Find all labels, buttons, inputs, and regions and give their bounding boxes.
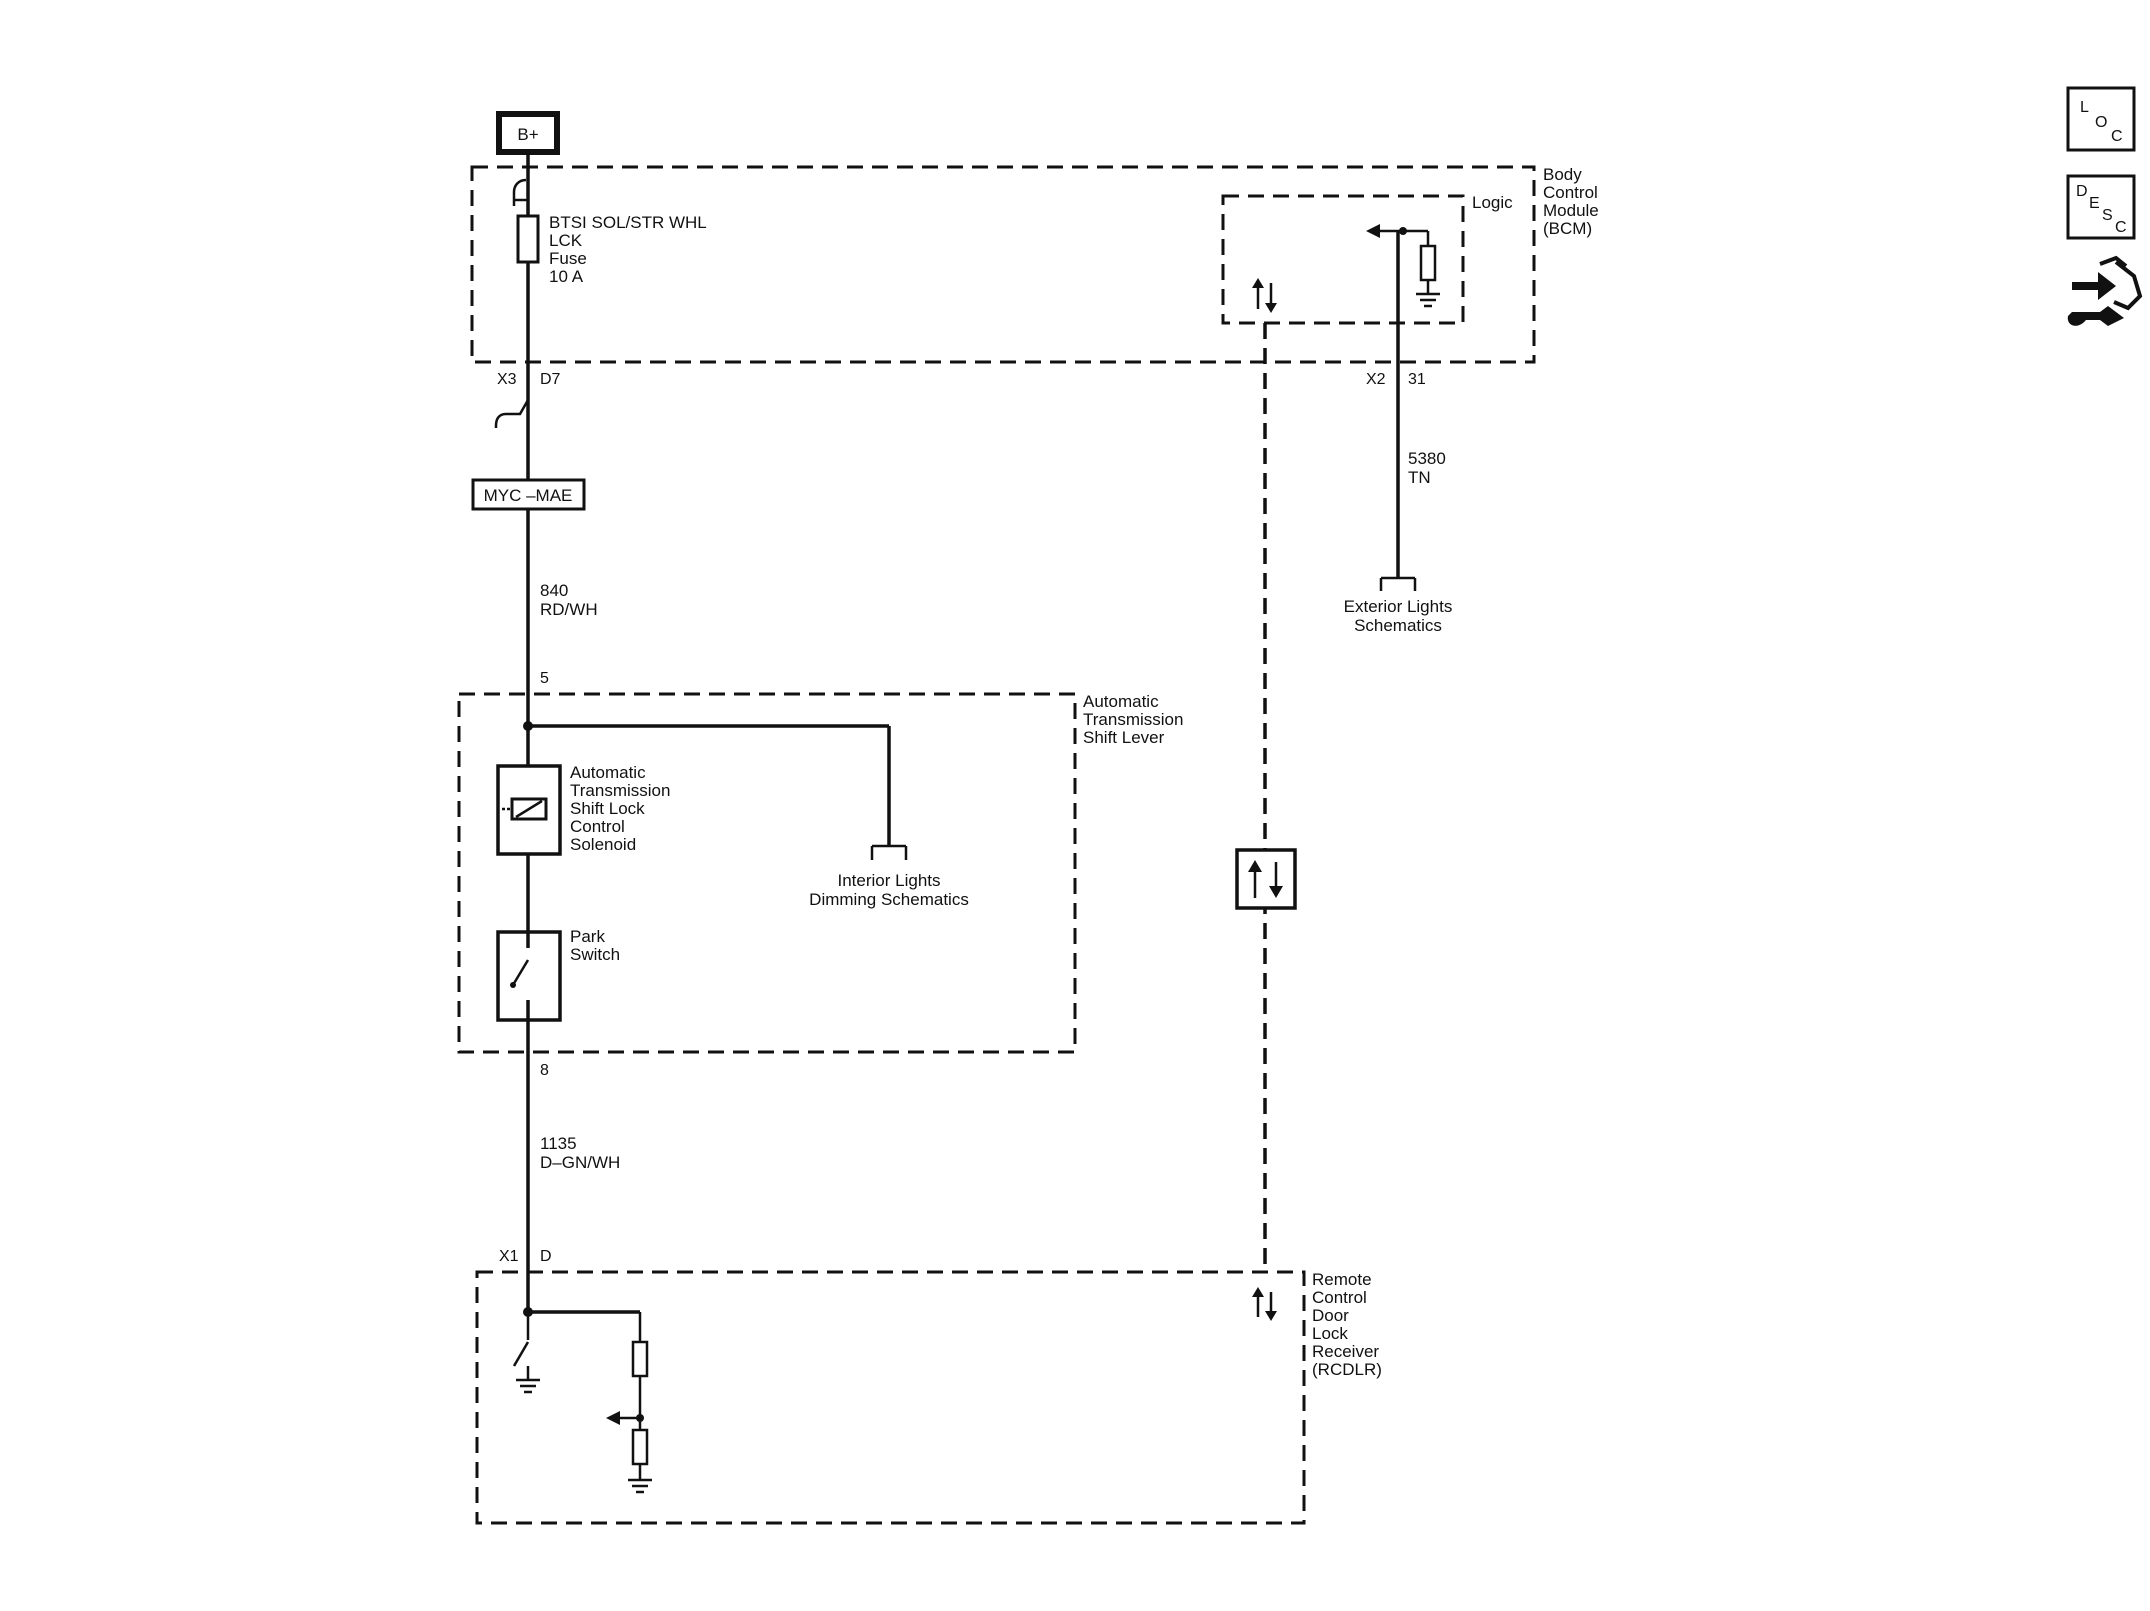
shift-lock-solenoid xyxy=(496,764,562,856)
shift-lever-box xyxy=(457,692,1077,1054)
battery-source-label: B+ xyxy=(517,125,538,144)
svg-text:D: D xyxy=(2076,183,2088,200)
loc-icon[interactable]: L O C xyxy=(2066,86,2136,152)
connector-x2-31: X2 31 xyxy=(1366,371,1426,388)
svg-text:D–GN/WH: D–GN/WH xyxy=(540,1153,620,1172)
svg-text:Transmission: Transmission xyxy=(570,781,670,800)
svg-text:Exterior Lights: Exterior Lights xyxy=(1344,597,1453,616)
connector-x3-d7: X3 D7 xyxy=(494,371,561,428)
interior-lights-ref: Interior Lights Dimming Schematics xyxy=(809,871,969,909)
svg-text:Remote: Remote xyxy=(1312,1270,1372,1289)
bcm-logic-box xyxy=(1221,194,1465,325)
svg-text:Fuse: Fuse xyxy=(549,249,587,268)
svg-text:C: C xyxy=(2115,219,2127,236)
svg-text:Switch: Switch xyxy=(570,945,620,964)
svg-text:C: C xyxy=(2111,128,2123,145)
battery-source: B+ xyxy=(496,111,560,155)
serial-data-icon xyxy=(1235,848,1297,910)
shift-lever-title: Automatic Transmission Shift Lever xyxy=(1083,692,1183,747)
bidirectional-data-icon xyxy=(1252,278,1277,313)
svg-text:TN: TN xyxy=(1408,468,1431,487)
svg-text:Park: Park xyxy=(570,927,605,946)
svg-text:840: 840 xyxy=(540,581,568,600)
svg-text:Receiver: Receiver xyxy=(1312,1342,1379,1361)
svg-text:Control: Control xyxy=(570,817,625,836)
rcdlr-switch-ground xyxy=(512,1312,540,1394)
svg-text:X1: X1 xyxy=(499,1248,519,1265)
svg-text:(BCM): (BCM) xyxy=(1543,219,1592,238)
splice-box: MYC –MAE xyxy=(471,478,586,511)
connector-hand-icon[interactable] xyxy=(2067,255,2143,326)
svg-text:RD/WH: RD/WH xyxy=(540,600,598,619)
exterior-lights-ref: Exterior Lights Schematics xyxy=(1344,576,1453,635)
svg-text:Door: Door xyxy=(1312,1306,1349,1325)
connector-x1-d: X1 D xyxy=(499,1248,552,1265)
rcdlr-module-box xyxy=(475,1270,1306,1525)
wire-5380-label: 5380 TN xyxy=(1408,449,1446,487)
park-switch-label: Park Switch xyxy=(570,927,620,964)
svg-text:Shift Lock: Shift Lock xyxy=(570,799,645,818)
solenoid-label: Automatic Transmission Shift Lock Contro… xyxy=(570,763,670,854)
svg-text:D7: D7 xyxy=(540,371,561,388)
wire-1135-label: 1135 D–GN/WH xyxy=(540,1134,620,1172)
svg-text:E: E xyxy=(2089,195,2100,212)
svg-text:10 A: 10 A xyxy=(549,267,584,286)
fuse xyxy=(512,178,540,264)
svg-text:D: D xyxy=(540,1248,552,1265)
svg-text:Dimming Schematics: Dimming Schematics xyxy=(809,890,969,909)
svg-text:Automatic: Automatic xyxy=(570,763,646,782)
rcdlr-internal-circuit xyxy=(523,1307,652,1494)
bcm-module-box xyxy=(470,165,1536,364)
svg-text:1135: 1135 xyxy=(540,1134,577,1153)
svg-text:Solenoid: Solenoid xyxy=(570,835,636,854)
svg-text:5380: 5380 xyxy=(1408,449,1446,468)
park-switch xyxy=(496,930,562,1022)
svg-text:(RCDLR): (RCDLR) xyxy=(1312,1360,1382,1379)
svg-text:BTSI SOL/STR WHL: BTSI SOL/STR WHL xyxy=(549,213,707,232)
svg-text:X3: X3 xyxy=(497,371,517,388)
svg-text:X2: X2 xyxy=(1366,371,1386,388)
pin-8: 8 xyxy=(540,1062,549,1079)
svg-text:O: O xyxy=(2095,114,2107,131)
svg-text:L: L xyxy=(2080,99,2089,116)
svg-text:Automatic: Automatic xyxy=(1083,692,1159,711)
svg-text:S: S xyxy=(2102,207,2113,224)
bcm-title: Body Control Module (BCM) xyxy=(1543,165,1599,238)
svg-text:Control: Control xyxy=(1312,1288,1367,1307)
rcdlr-title: Remote Control Door Lock Receiver (RCDLR… xyxy=(1312,1270,1382,1379)
svg-text:31: 31 xyxy=(1408,371,1426,388)
desc-icon[interactable]: D E S C xyxy=(2066,174,2136,240)
pin-5: 5 xyxy=(540,670,549,687)
svg-text:Module: Module xyxy=(1543,201,1599,220)
svg-text:Body: Body xyxy=(1543,165,1582,184)
rcdlr-data-icon xyxy=(1252,1287,1277,1321)
wire-840-label: 840 RD/WH xyxy=(540,581,598,619)
svg-text:Control: Control xyxy=(1543,183,1598,202)
svg-text:Shift Lever: Shift Lever xyxy=(1083,728,1165,747)
svg-text:Transmission: Transmission xyxy=(1083,710,1183,729)
svg-text:Schematics: Schematics xyxy=(1354,616,1442,635)
interior-lights-branch xyxy=(528,724,908,860)
svg-text:LCK: LCK xyxy=(549,231,583,250)
svg-text:Lock: Lock xyxy=(1312,1324,1348,1343)
fuse-label: BTSI SOL/STR WHL LCK Fuse 10 A xyxy=(549,213,707,286)
svg-text:MYC –MAE: MYC –MAE xyxy=(484,486,573,505)
svg-text:Interior Lights: Interior Lights xyxy=(838,871,941,890)
bcm-output-circuit xyxy=(1366,224,1440,308)
logic-label: Logic xyxy=(1472,193,1513,212)
